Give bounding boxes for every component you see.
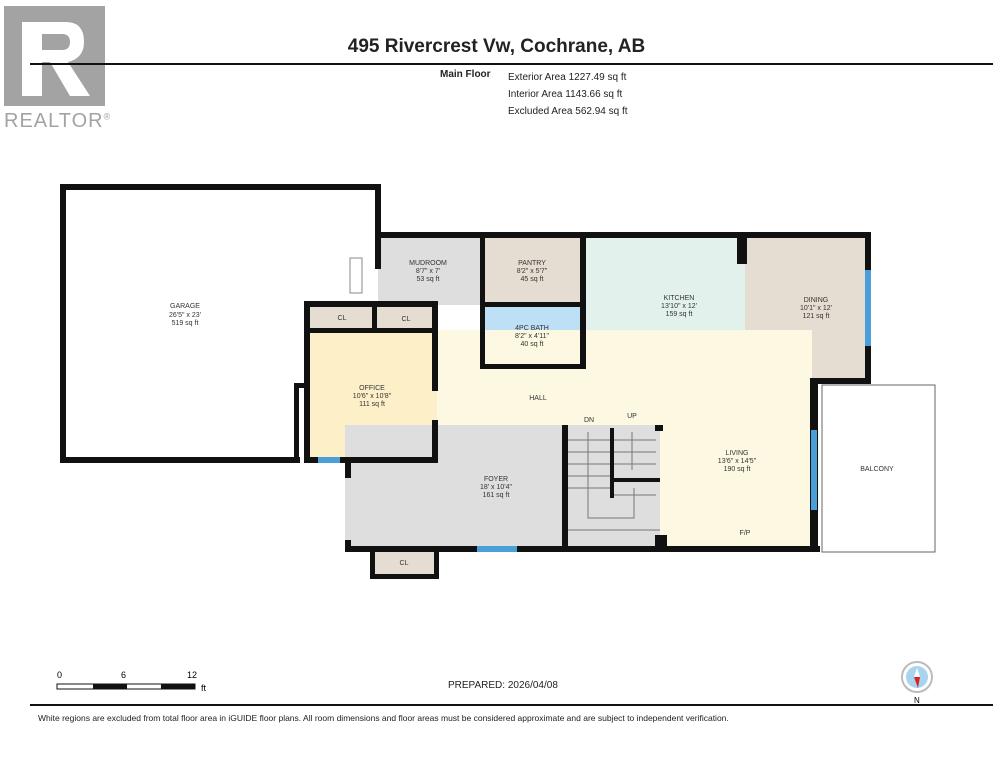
closet-2-label: CL [402, 316, 411, 323]
pantry-area: 45 sq ft [521, 276, 544, 283]
living-label: LIVING [726, 450, 749, 457]
page-title: 495 Rivercrest Vw, Cochrane, AB [347, 36, 646, 57]
disclaimer: White regions are excluded from total fl… [38, 713, 729, 723]
kitchen-label: KITCHEN [664, 295, 695, 302]
closet-1 [310, 305, 375, 330]
dining-label: DINING [804, 297, 829, 304]
fireplace-label: F/P [740, 530, 751, 537]
pantry-dims: 8'2" x 5'7" [517, 268, 548, 275]
room-mudroom [378, 236, 483, 305]
foyer-dims: 18' x 10'4" [480, 484, 513, 491]
windows [318, 270, 871, 552]
excluded-area: Excluded Area 562.94 sq ft [508, 106, 628, 117]
room-pantry [483, 236, 585, 303]
header-divider [30, 63, 993, 65]
dining-dims: 10'1" x 12' [800, 305, 832, 312]
garage-label: GARAGE [170, 303, 200, 310]
compass-icon: N [900, 660, 940, 710]
living-area: 190 sq ft [724, 466, 751, 473]
room-labels: GARAGE 26'5" x 23' 519 sq ft MUDROOM 8'7… [169, 260, 894, 567]
scale-tick-12: 12 [187, 670, 197, 680]
balcony-label: BALCONY [860, 466, 894, 473]
closet-foyer [372, 548, 436, 576]
pantry-label: PANTRY [518, 260, 546, 267]
closet-2 [377, 305, 437, 330]
stairs-up-label: UP [627, 413, 637, 420]
bath-area: 40 sq ft [521, 341, 544, 348]
scale-tick-6: 6 [121, 670, 126, 680]
scale-tick-0: 0 [57, 670, 62, 680]
garage-dims: 26'5" x 23' [169, 312, 201, 319]
office-area: 111 sq ft [359, 401, 385, 408]
living-dims: 13'6" x 14'5" [718, 458, 757, 465]
kitchen-area: 159 sq ft [666, 311, 693, 318]
scale-bar: 0 6 12 ft [55, 669, 225, 704]
walls [60, 184, 871, 579]
garage-step [349, 257, 363, 294]
garage-area: 519 sq ft [172, 320, 199, 327]
realtor-logo: REALTOR® [4, 6, 110, 132]
closet-foyer-label: CL [400, 560, 409, 567]
prepared-date: PREPARED: 2026/04/08 [448, 680, 558, 691]
dining-area: 121 sq ft [803, 313, 830, 320]
stairs-down-label: DN [584, 417, 594, 424]
compass-north-label: N [914, 696, 920, 705]
mudroom-label: MUDROOM [409, 260, 447, 267]
mudroom-dims: 8'7" x 7' [416, 268, 440, 275]
realtor-wordmark: REALTOR® [4, 110, 112, 132]
floor-name: Main Floor [440, 69, 491, 80]
kitchen-dims: 13'10" x 12' [661, 303, 697, 310]
bath-label: 4PC BATH [515, 325, 549, 332]
room-living [655, 378, 812, 548]
area-summary: Exterior Area 1227.49 sq ft Interior Are… [508, 69, 628, 120]
foyer-area: 161 sq ft [483, 492, 510, 499]
bath-dims: 8'2" x 4'11" [515, 333, 549, 340]
stair-treads [568, 432, 660, 531]
mudroom-area: 53 sq ft [417, 276, 440, 283]
exterior-area: Exterior Area 1227.49 sq ft [508, 72, 627, 83]
foyer-label: FOYER [484, 476, 508, 483]
closet-1-label: CL [338, 315, 347, 322]
hall-label: HALL [529, 395, 547, 402]
interior-area: Interior Area 1143.66 sq ft [508, 89, 623, 100]
scale-unit: ft [201, 683, 207, 693]
office-label: OFFICE [359, 385, 385, 392]
office-dims: 10'6" x 10'8" [353, 393, 392, 400]
room-balcony [821, 384, 936, 553]
room-foyer [345, 425, 565, 548]
footer-divider [30, 704, 993, 706]
